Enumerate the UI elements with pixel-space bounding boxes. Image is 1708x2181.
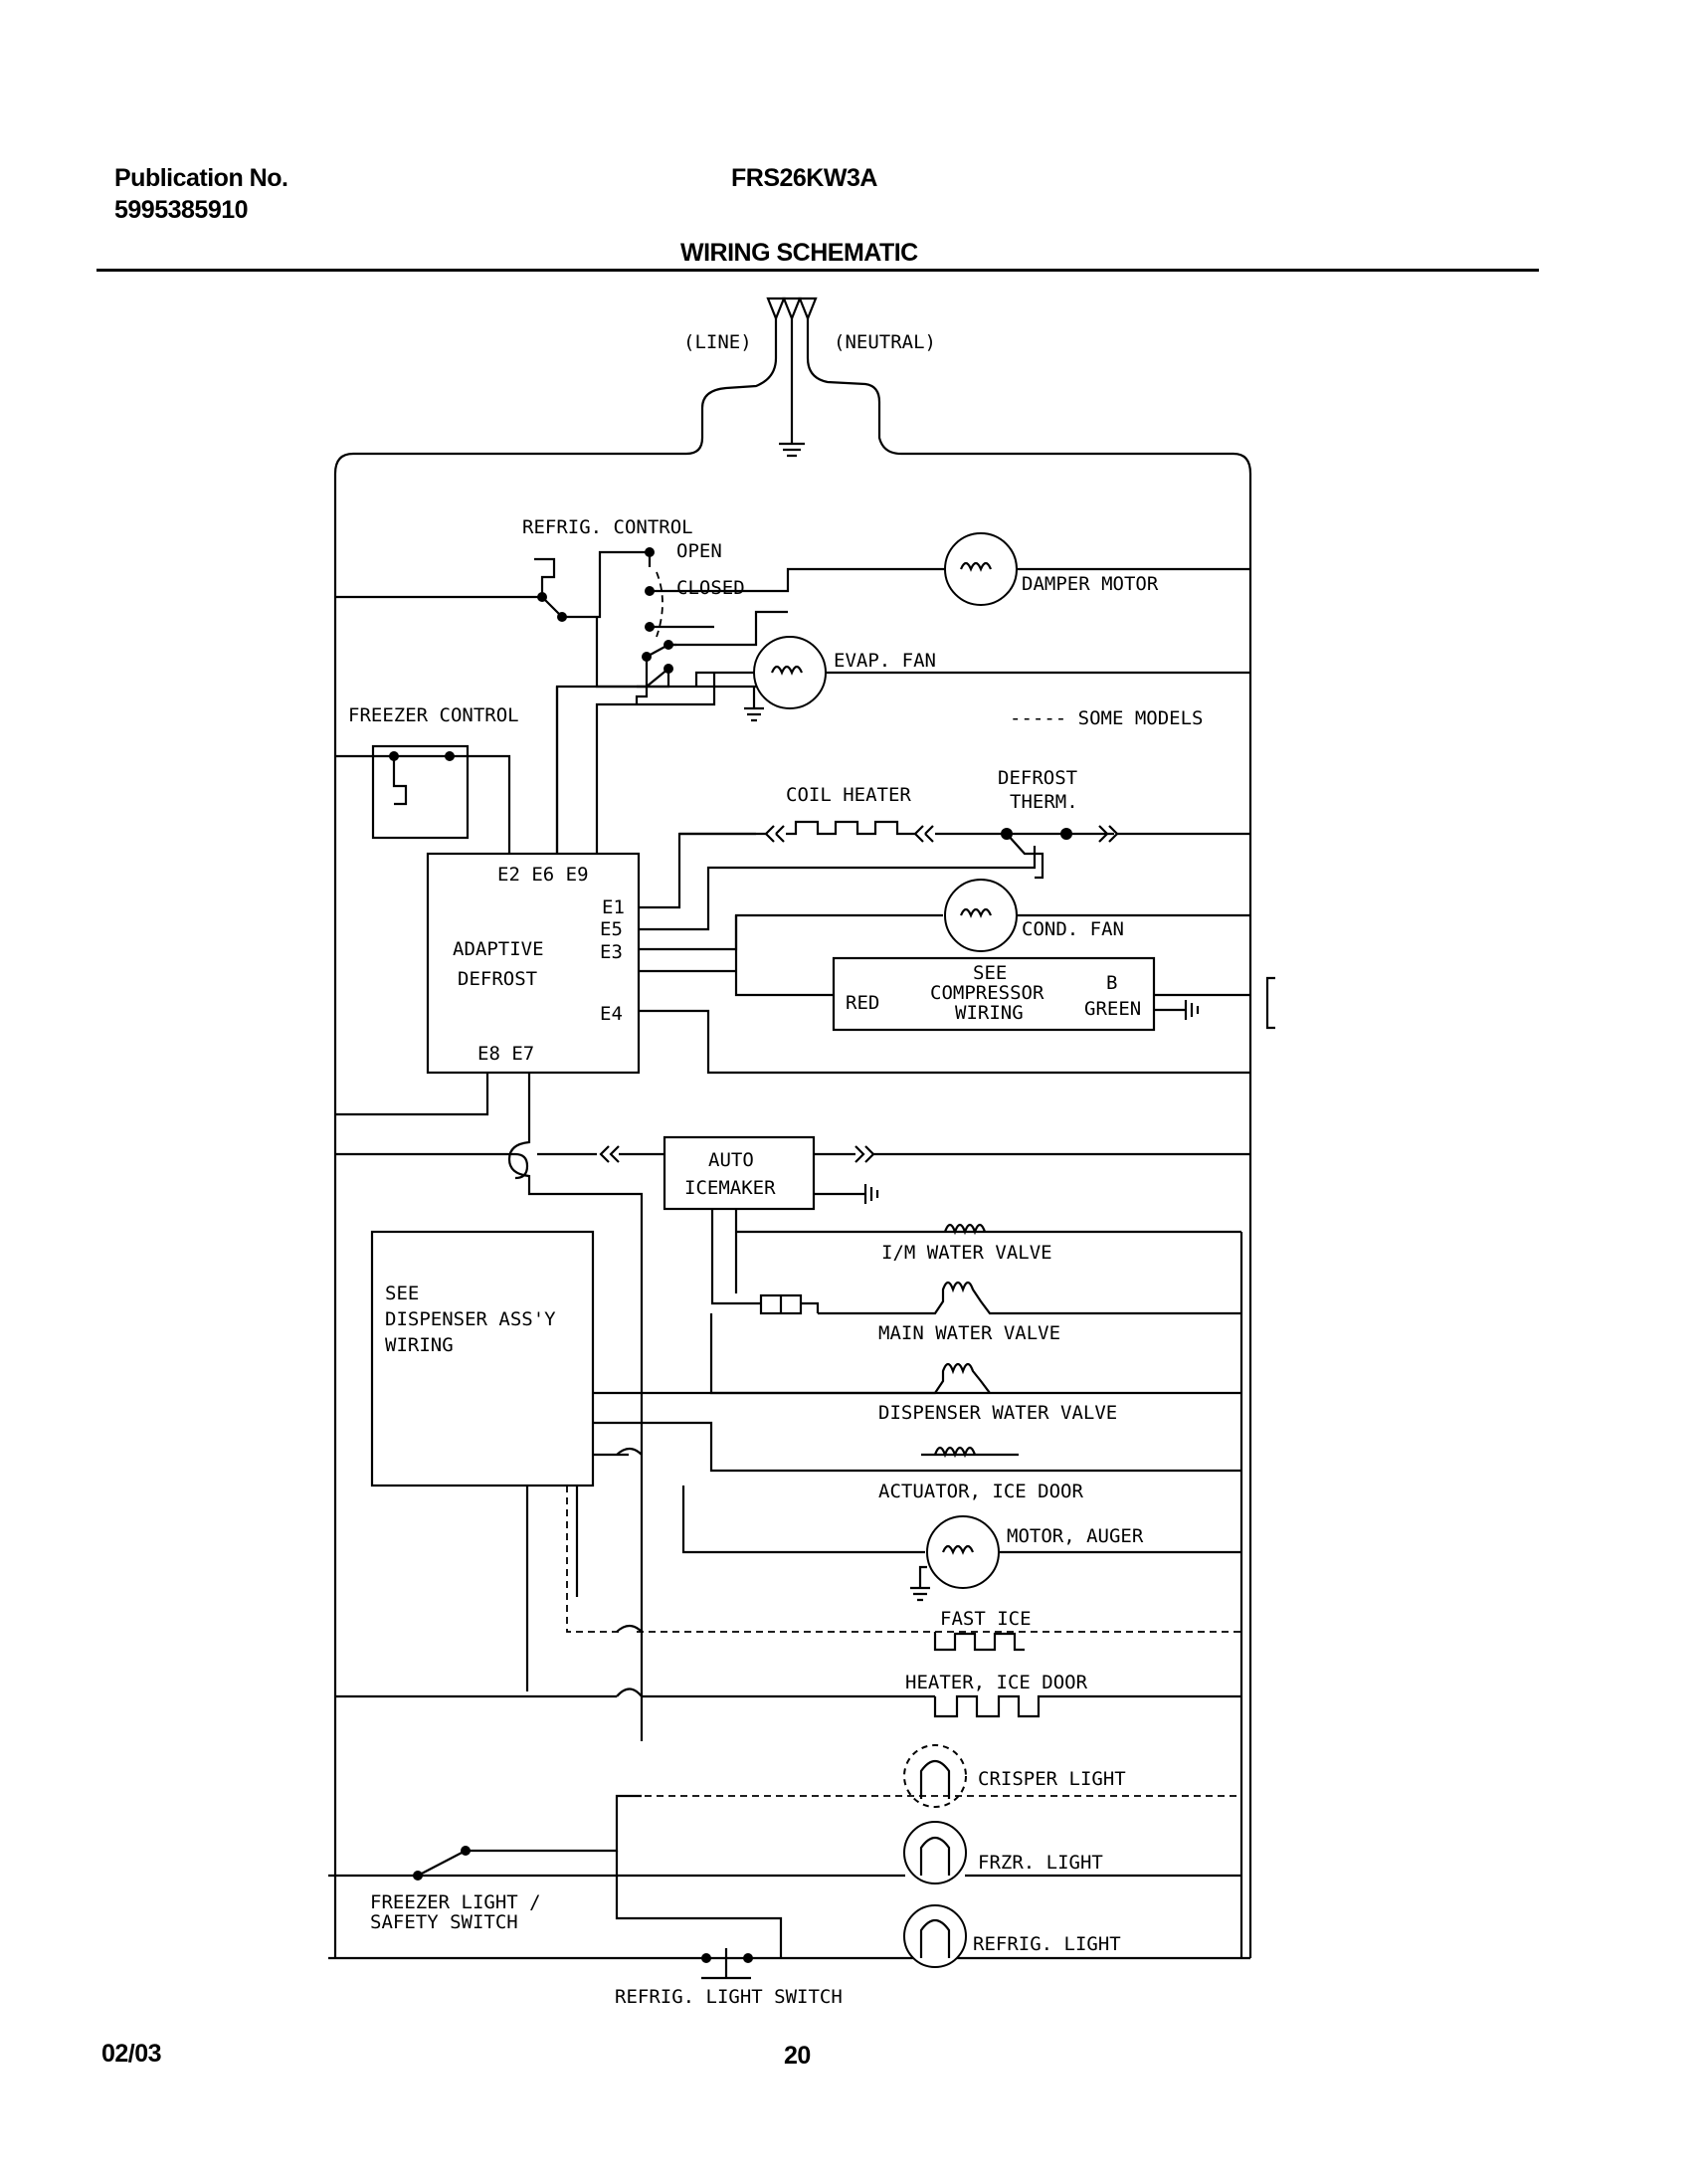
compressor-wiring-box xyxy=(832,956,1250,1032)
refrig-light-switch-label: REFRIG. LIGHT SWITCH xyxy=(615,1986,843,2008)
dispenser-water-valve-label: DISPENSER WATER VALVE xyxy=(878,1402,1117,1424)
adaptive-defrost-pin-e5: E5 xyxy=(600,918,623,940)
compressor-b-terminal: B xyxy=(1106,972,1117,994)
adaptive-defrost-pin-e3: E3 xyxy=(600,941,623,963)
refrig-control-label: REFRIG. CONTROL xyxy=(522,516,693,538)
side-bracket xyxy=(1265,976,1275,1030)
bus-crossovers xyxy=(525,1447,643,1697)
page-title: WIRING SCHEMATIC xyxy=(680,239,918,267)
title-rule xyxy=(96,269,1539,272)
freezer-control-label: FREEZER CONTROL xyxy=(348,704,519,726)
auto-icemaker-label-1: AUTO xyxy=(708,1149,754,1171)
im-water-valve xyxy=(736,1223,1241,1236)
fast-ice-heater xyxy=(566,1486,1241,1652)
fast-ice-label: FAST ICE xyxy=(940,1608,1032,1630)
freezer-control xyxy=(335,744,511,854)
refrig-light xyxy=(903,1904,967,1968)
refrig-control-closed-label: CLOSED xyxy=(676,577,745,599)
crisper-light-label: CRISPER LIGHT xyxy=(978,1768,1126,1790)
refrig-light-label: REFRIG. LIGHT xyxy=(973,1933,1121,1955)
water-valve-connector xyxy=(759,1293,820,1315)
publication-number: 5995385910 xyxy=(114,196,249,224)
compressor-see: SEE xyxy=(973,962,1007,984)
auto-icemaker-label-2: ICEMAKER xyxy=(684,1177,776,1199)
adaptive-defrost-pin-e4: E4 xyxy=(600,1003,623,1025)
evap-fan xyxy=(637,636,1250,722)
adaptive-defrost-label-1: ADAPTIVE xyxy=(453,938,544,960)
defrost-thermostat xyxy=(1001,825,1250,880)
coil-heater xyxy=(679,820,1114,843)
power-cord-plug xyxy=(328,297,1252,1960)
dispenser-label: DISPENSER ASS'Y xyxy=(385,1308,556,1330)
footer-page-number: 20 xyxy=(784,2042,811,2070)
freezer-light-switch-label-1: FREEZER LIGHT / xyxy=(370,1891,541,1913)
line-label: (LINE) xyxy=(683,331,752,353)
dispenser-water-valve xyxy=(593,1362,1241,1473)
adaptive-defrost-box xyxy=(426,852,641,1075)
neutral-label: (NEUTRAL) xyxy=(834,331,936,353)
compressor-label: COMPRESSOR xyxy=(930,982,1044,1004)
actuator-ice-door xyxy=(593,1446,1019,1459)
some-models-legend: ----- SOME MODELS xyxy=(1010,707,1203,729)
refrig-control-switch xyxy=(335,547,1250,866)
refrig-light-switch xyxy=(701,1948,753,1980)
compressor-green-wire: GREEN xyxy=(1084,998,1141,1020)
dispenser-assy-box xyxy=(370,1230,595,1487)
dispenser-see: SEE xyxy=(385,1283,419,1304)
heater-ice-door xyxy=(335,1694,1241,1718)
main-water-valve-label: MAIN WATER VALVE xyxy=(878,1322,1060,1344)
adaptive-defrost-wiring xyxy=(335,673,1250,1741)
auto-icemaker-box xyxy=(335,1135,1250,1305)
crisper-light xyxy=(633,1744,1241,1808)
publication-label: Publication No. xyxy=(114,164,288,192)
im-water-valve-label: I/M WATER VALVE xyxy=(881,1242,1052,1264)
adaptive-defrost-pin-e1: E1 xyxy=(602,896,625,918)
adaptive-defrost-label-2: DEFROST xyxy=(458,968,537,990)
model-number: FRS26KW3A xyxy=(731,164,877,192)
heater-ice-door-label: HEATER, ICE DOOR xyxy=(905,1672,1088,1693)
actuator-ice-door-label: ACTUATOR, ICE DOOR xyxy=(878,1481,1083,1502)
dispenser-wiring: WIRING xyxy=(385,1334,454,1356)
adaptive-defrost-bottom-pins: E8 E7 xyxy=(477,1043,534,1065)
freezer-light-safety-switch xyxy=(413,1794,783,1958)
refrig-control-open-label: OPEN xyxy=(676,540,722,562)
adaptive-defrost-top-pins: E2 E6 E9 xyxy=(497,864,589,886)
motor-auger-label: MOTOR, AUGER xyxy=(1007,1525,1144,1547)
cond-fan-label: COND. FAN xyxy=(1022,918,1124,940)
damper-motor-label: DAMPER MOTOR xyxy=(1022,573,1159,595)
compressor-wiring: WIRING xyxy=(955,1002,1024,1024)
footer-date: 02/03 xyxy=(101,2040,162,2068)
cond-fan xyxy=(944,879,1250,952)
evap-fan-label: EVAP. FAN xyxy=(834,650,936,672)
motor-auger xyxy=(525,1486,1241,1652)
compressor-red-wire: RED xyxy=(846,992,879,1014)
damper-motor xyxy=(944,532,1018,606)
freezer-light-switch-label-2: SAFETY SWITCH xyxy=(370,1911,518,1933)
frzr-light-label: FRZR. LIGHT xyxy=(978,1852,1103,1874)
defrost-therm-label-2: THERM. xyxy=(1010,791,1078,813)
defrost-therm-label-1: DEFROST xyxy=(998,767,1077,789)
coil-heater-label: COIL HEATER xyxy=(786,784,911,806)
